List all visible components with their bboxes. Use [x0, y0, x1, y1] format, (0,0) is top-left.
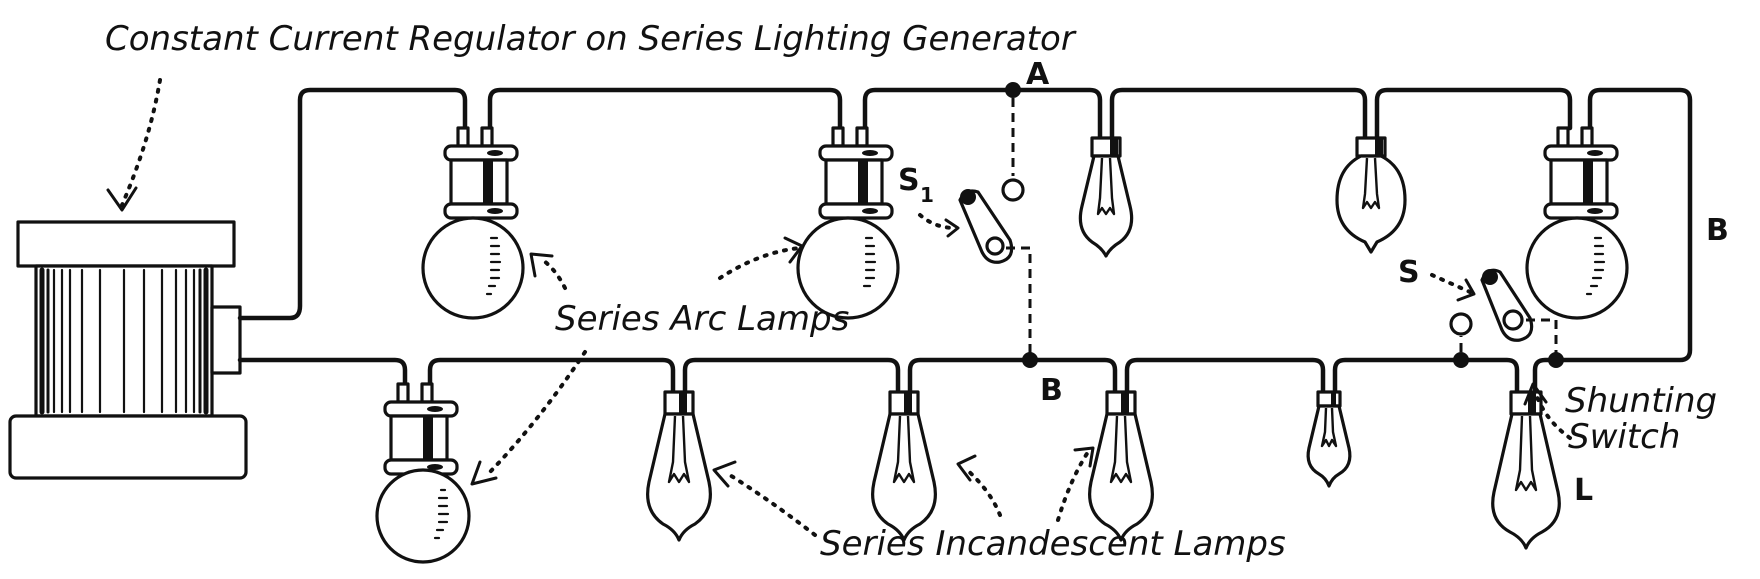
label-series-arc-lamps: Series Arc Lamps — [555, 299, 849, 339]
label-series-incandescent-lamps: Series Incandescent Lamps — [820, 524, 1286, 564]
arc-lamp-2 — [796, 126, 900, 320]
label-point-b-lower: B — [1040, 373, 1063, 408]
pointer-arc-4-head — [470, 460, 498, 486]
pointer-arc-4 — [488, 350, 587, 474]
junction-shunt-left — [1453, 352, 1469, 368]
pointer-s — [1430, 273, 1472, 294]
pointer-arc-2 — [718, 246, 802, 280]
pointer-inc-2-head — [956, 454, 977, 482]
label-switch-s: S — [1398, 255, 1420, 290]
label-switch-s1: S — [898, 163, 920, 198]
pointer-arc-2-head — [783, 236, 804, 264]
pointer-arc-1 — [538, 256, 567, 290]
arc-lamp-3 — [1525, 126, 1629, 320]
pointer-shunting-head — [1523, 382, 1548, 406]
label-point-b-right: B — [1706, 213, 1729, 248]
title-pointer-arrowhead — [106, 186, 138, 212]
upper-circuit-wire — [237, 87, 1693, 395]
pointer-inc-3 — [1056, 450, 1090, 522]
pointer-s1-head — [944, 218, 960, 238]
pointer-inc-3-head — [1073, 446, 1095, 468]
switch-s-lever-tip — [1482, 269, 1498, 285]
junction-b-lower — [1022, 352, 1038, 368]
switch-s-contact — [1449, 312, 1473, 336]
switch-s1[interactable] — [958, 82, 1038, 368]
shunting-switch-s[interactable] — [1449, 268, 1564, 368]
title-pointer-line — [120, 78, 162, 207]
pointer-arrows — [470, 213, 1572, 537]
junction-shunt-right — [1548, 352, 1564, 368]
switch-s1-lever-tip — [960, 189, 976, 205]
diagram-title: Constant Current Regulator on Series Lig… — [105, 19, 1077, 59]
junction-a — [1005, 82, 1021, 98]
label-switch: Switch — [1568, 417, 1680, 457]
label-lamp-l: L — [1574, 473, 1593, 508]
regulator-terminal-box — [210, 305, 242, 375]
incandescent-lamp-lower-4 — [1306, 390, 1352, 488]
label-switch-s1-subscript: 1 — [920, 183, 934, 207]
switch-s1-lead-b — [1006, 246, 1032, 360]
incandescent-lamp-l — [1491, 390, 1561, 550]
label-point-a: A — [1026, 57, 1050, 92]
pointer-s-head — [1456, 278, 1476, 302]
incandescent-lamp-lower-2 — [871, 390, 937, 542]
incandescent-lamp-upper-1 — [1078, 136, 1134, 258]
switch-s1-contact — [1001, 178, 1025, 202]
incandescent-lamp-lower-3 — [1088, 390, 1154, 542]
pointer-inc-1 — [723, 470, 817, 537]
regulator-base — [8, 414, 248, 480]
pointer-arc-1-head — [529, 252, 554, 278]
incandescent-lamp-lower-1 — [646, 390, 712, 542]
incandescent-lamp-upper-2 — [1335, 136, 1407, 254]
pointer-inc-1-head — [712, 460, 737, 488]
constant-current-regulator — [8, 220, 248, 480]
label-shunting: Shunting — [1565, 381, 1717, 421]
regulator-coil-windings — [39, 267, 209, 415]
pointer-s1 — [918, 213, 957, 230]
switch-s-pivot — [1502, 309, 1524, 331]
arc-lamp-4 — [375, 382, 471, 564]
pointer-shunting — [1533, 390, 1572, 440]
arc-lamp-1 — [421, 126, 525, 320]
switch-s1-pivot — [985, 236, 1005, 256]
regulator-top-plate — [16, 220, 236, 268]
switch-s-lead-right — [1526, 318, 1558, 360]
pointer-inc-2 — [963, 466, 1002, 517]
